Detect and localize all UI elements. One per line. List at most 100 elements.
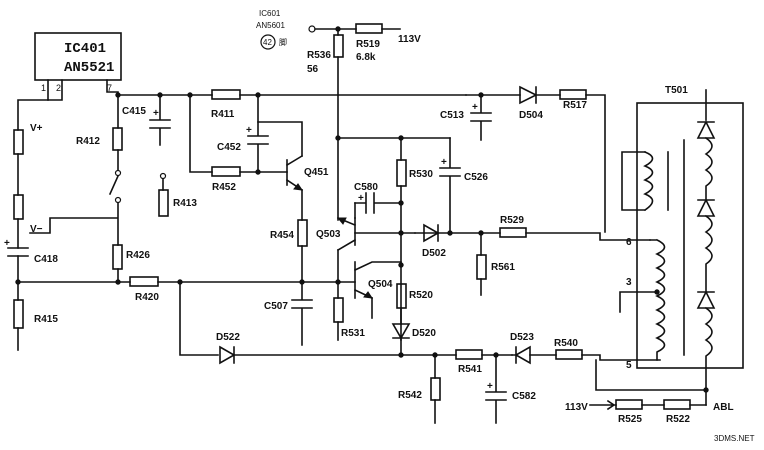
t501-pin6: 6 [626, 237, 632, 248]
c582-label: C582 [512, 391, 536, 402]
c526-label: C526 [464, 172, 488, 183]
capacitor-c582: + C582 [485, 354, 536, 424]
ic601-label-group: IC601 AN5601 42 脚 [256, 9, 287, 50]
c418-label: C418 [34, 254, 58, 265]
resistor-r519 [355, 23, 383, 34]
q504-label: Q504 [368, 279, 393, 290]
svg-text:+: + [358, 193, 364, 204]
resistor-r517 [559, 89, 587, 100]
resistor-r452 [211, 166, 241, 177]
t501-pin5: 5 [626, 360, 632, 371]
resistor-r525 [615, 399, 643, 410]
capacitor-c526: + C526 [439, 137, 488, 234]
ic601-pin-suffix: 脚 [279, 37, 287, 47]
c507-label: C507 [264, 301, 288, 312]
svg-text:+: + [487, 381, 493, 392]
c452-label: C452 [217, 142, 241, 153]
capacitor-c580: C580 + [354, 182, 402, 219]
watermark: 3DMS.NET [714, 434, 755, 443]
diode-d523: D523 [510, 332, 534, 365]
resistor-r561 [476, 254, 487, 280]
ic401-part: AN5521 [64, 60, 114, 76]
vplus-label: V+ [30, 123, 43, 134]
r412-label: R412 [76, 136, 100, 147]
r454-label: R454 [270, 230, 294, 241]
r519-value: 6.8k [356, 52, 376, 63]
supply-bottom: 113V [565, 402, 588, 413]
svg-text:+: + [4, 238, 10, 249]
r415-label: R415 [34, 314, 58, 325]
r520-label: R520 [409, 290, 433, 301]
abl-label: ABL [713, 402, 734, 413]
resistor-r415 [13, 299, 24, 329]
capacitor-c418: + C418 [4, 238, 58, 301]
r522-label: R522 [666, 414, 690, 425]
r426-label: R426 [126, 250, 150, 261]
t501-label: T501 [665, 85, 688, 96]
ic601-part: AN5601 [256, 21, 285, 30]
r519-label: R519 [356, 39, 380, 50]
resistor-r529 [499, 227, 527, 238]
resistor-r454 [297, 219, 308, 247]
resistor-vminus [13, 194, 24, 220]
d504-label: D504 [519, 110, 543, 121]
resistor-r540 [555, 349, 583, 360]
r411-label: R411 [211, 109, 235, 120]
resistor-r541 [455, 349, 483, 360]
ic401-block: IC401 AN5521 1 2 7 [34, 32, 122, 93]
resistor-r412 [112, 127, 123, 151]
resistor-vplus [13, 129, 24, 155]
r530-label: R530 [409, 169, 433, 180]
ic601-pin: 42 [263, 38, 272, 47]
transformer-t501: T501 6 3 5 [619, 85, 744, 406]
diode-d520: D520 [391, 323, 436, 340]
ic401-pin1: 1 [41, 83, 46, 93]
c513-label: C513 [440, 110, 464, 121]
resistor-r411 [211, 89, 241, 100]
r542-label: R542 [398, 390, 422, 401]
ic601-name: IC601 [259, 9, 281, 18]
resistor-r530 [396, 159, 407, 187]
q503-label: Q503 [316, 229, 341, 240]
r531-label: R531 [341, 328, 365, 339]
svg-text:+: + [153, 108, 159, 119]
resistor-r420 [129, 276, 159, 287]
vminus-label: V− [30, 224, 43, 235]
c415-label: C415 [122, 106, 146, 117]
r536-label: R536 [307, 50, 331, 61]
capacitor-c507: C507 [264, 281, 313, 346]
svg-text:+: + [472, 102, 478, 113]
r529-label: R529 [500, 215, 524, 226]
r540-label: R540 [554, 338, 578, 349]
diode-d502: D502 [414, 223, 501, 259]
r525-label: R525 [618, 414, 642, 425]
r561-label: R561 [491, 262, 515, 273]
r452-label: R452 [212, 182, 236, 193]
supply-top: 113V [398, 34, 421, 45]
resistor-r426 [112, 244, 123, 270]
diode-d522: D522 [216, 332, 240, 365]
transistor-q503: Q503 [316, 216, 416, 252]
ic401-pin2: 2 [56, 83, 61, 93]
d502-label: D502 [422, 248, 446, 259]
r517-label: R517 [563, 100, 587, 111]
resistor-r542 [430, 377, 441, 401]
capacitor-c452: + C452 [217, 94, 269, 173]
svg-text:+: + [441, 157, 447, 168]
svg-text:+: + [246, 125, 252, 136]
ic401-pin7: 7 [107, 83, 112, 93]
t501-pin3: 3 [626, 277, 632, 288]
transistor-q451: Q451 [285, 154, 329, 192]
d523-label: D523 [510, 332, 534, 343]
d522-label: D522 [216, 332, 240, 343]
d520-label: D520 [412, 328, 436, 339]
diode-d504: D504 [519, 85, 543, 121]
r420-label: R420 [135, 292, 159, 303]
resistor-r536 [333, 34, 344, 58]
q451-label: Q451 [304, 167, 329, 178]
resistor-r413 [158, 189, 169, 217]
transistor-q504: Q504 [339, 261, 402, 319]
ic401-name: IC401 [64, 41, 106, 57]
